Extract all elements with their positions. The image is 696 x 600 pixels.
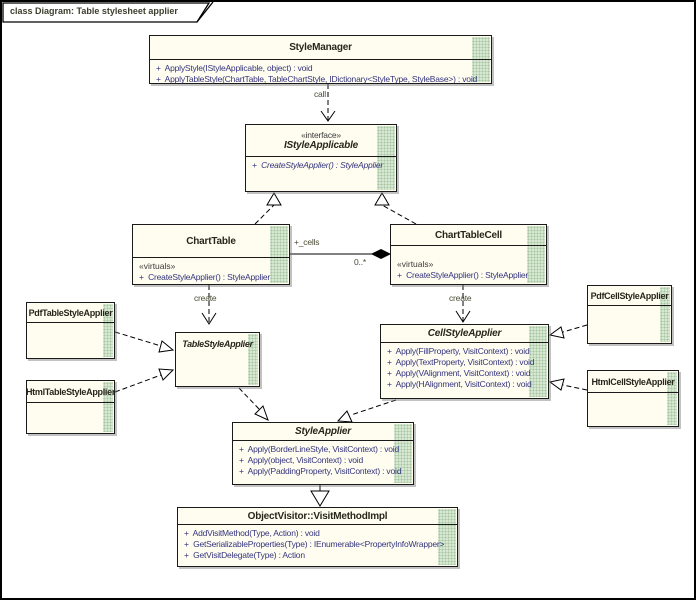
stereotype-virtuals: «virtuals»: [139, 261, 176, 271]
class-name: PdfCellStyleApplier: [590, 290, 669, 301]
stereotype-virtuals: «virtuals»: [397, 259, 434, 269]
class-name: HtmlTableStyleApplier: [25, 386, 116, 397]
class-styleapplier[interactable]: StyleApplier + Apply(BorderLineStyle, Vi…: [232, 422, 414, 485]
method-row: + Apply(object, VisitContext) : void: [239, 455, 364, 465]
class-tablestyleapplier[interactable]: TableStyleApplier: [175, 332, 260, 387]
feature-stripe: [394, 424, 412, 483]
edge-create-cellstyleapplier: [455, 285, 471, 323]
class-pdfcellstyleapplier[interactable]: PdfCellStyleApplier: [587, 285, 672, 344]
edge-label-create-left: create: [194, 293, 217, 303]
feature-stripe: [438, 509, 456, 565]
class-name: IStyleApplicable: [283, 140, 359, 151]
method-row: + Apply(HAlignment, VisitContext) : void: [387, 379, 532, 389]
class-htmltablestyleapplier[interactable]: HtmlTableStyleApplier: [26, 380, 115, 434]
class-htmlcellstyleapplier[interactable]: HtmlCellStyleApplier: [587, 370, 679, 427]
method-row: + Apply(PaddingProperty, VisitContext) :…: [239, 466, 402, 476]
method-row: + CreateStyleApplier() : StyleApplier: [252, 160, 384, 170]
class-name: StyleApplier: [295, 426, 351, 437]
class-charttablecell[interactable]: ChartTableCell «virtuals» + CreateStyleA…: [390, 224, 547, 285]
method-row: + GetVisitDelegate(Type) : Action: [184, 550, 305, 560]
edge-gen-htmlcell: [548, 378, 588, 391]
feature-stripe: [248, 334, 258, 385]
method-row: + GetSerializableProperties(Type) : IEnu…: [184, 539, 445, 549]
edge-gen-pdfcell: [548, 324, 588, 339]
method-row: + Apply(TextProperty, VisitContext) : vo…: [387, 357, 535, 367]
method-row: + CreateStyleApplier() : StyleApplier: [397, 270, 529, 280]
edge-gen-tablestyleapplier: [238, 387, 269, 421]
class-cellstyleapplier[interactable]: CellStyleApplier + Apply(FillProperty, V…: [380, 324, 549, 399]
feature-stripe: [377, 126, 395, 190]
feature-stripe: [667, 372, 677, 425]
class-charttable[interactable]: ChartTable «virtuals» + CreateStyleAppli…: [132, 224, 290, 285]
feature-stripe: [103, 304, 113, 357]
class-name: HtmlCellStyleApplier: [591, 376, 675, 387]
method-row: + ApplyTableStyle(ChartTable, TableChart…: [156, 74, 478, 84]
stereotype-interface: «interface»: [301, 130, 341, 140]
edge-gen-htmltable: [114, 368, 175, 393]
method-row: + AddVisitMethod(Type, Action) : void: [184, 528, 320, 538]
edge-composition-cells: [290, 248, 392, 260]
edge-create-tablestyleapplier: [201, 285, 217, 325]
class-name: PdfTableStyleApplier: [28, 307, 113, 318]
class-name: ChartTableCell: [434, 229, 503, 241]
class-name: ObjectVisitor::VisitMethodImpl: [247, 510, 388, 522]
class-name: CellStyleApplier: [427, 328, 502, 339]
feature-stripe: [660, 287, 670, 342]
class-objectvisitor-visitmethodimpl[interactable]: ObjectVisitor::VisitMethodImpl + AddVisi…: [177, 507, 458, 567]
edge-label-cells-multiplicity: 0..*: [354, 257, 366, 267]
class-name: TableStyleApplier: [182, 339, 253, 349]
method-row: + Apply(VAlignment, VisitContext) : void: [387, 368, 531, 378]
diagram-title: class Diagram: Table stylesheet applier: [10, 6, 178, 16]
feature-stripe: [270, 226, 288, 283]
edge-label-call: call: [314, 89, 326, 99]
edge-call-dependency: [320, 84, 336, 122]
edge-realization-charttablecell: [374, 192, 417, 225]
class-pdftablestyleapplier[interactable]: PdfTableStyleApplier: [26, 302, 115, 359]
class-name: ChartTable: [186, 235, 236, 247]
class-istyleapplicable[interactable]: «interface» IStyleApplicable + CreateSty…: [245, 124, 397, 192]
edge-label-cells-role: +_cells: [294, 237, 320, 247]
edge-gen-cellstyleapplier: [336, 399, 397, 423]
feature-stripe: [529, 326, 547, 397]
method-row: + ApplyStyle(IStyleApplicable, object) :…: [156, 63, 313, 73]
feature-stripe: [103, 382, 113, 432]
method-row: + CreateStyleApplier() : StyleApplier: [139, 272, 271, 282]
feature-stripe: [527, 226, 545, 283]
diagram-frame-tab: [2, 2, 214, 23]
class-name: StyleManager: [289, 42, 352, 53]
method-row: + Apply(BorderLineStyle, VisitContext) :…: [239, 444, 400, 454]
method-row: + Apply(FillProperty, VisitContext) : vo…: [387, 346, 530, 356]
edge-gen-pdftable: [114, 331, 175, 353]
edge-gen-styleapplier-objectvisitor: [310, 485, 330, 507]
edge-realization-charttable: [254, 192, 282, 225]
class-stylemanager[interactable]: StyleManager + ApplyStyle(IStyleApplicab…: [149, 35, 492, 84]
edge-label-create-right: create: [449, 293, 472, 303]
